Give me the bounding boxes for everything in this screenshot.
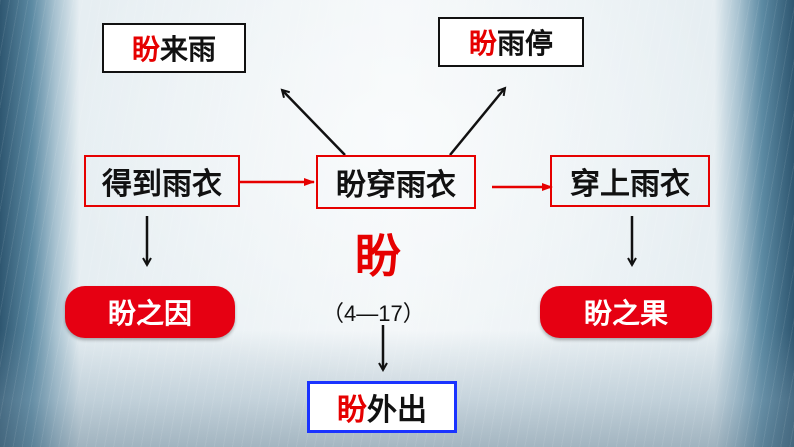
top-right-highlight: 盼 bbox=[468, 27, 497, 60]
effect-pill-text: 盼之果 bbox=[583, 297, 668, 330]
center-box: 盼穿雨衣 bbox=[316, 155, 476, 209]
top-right-box: 盼雨停 bbox=[438, 17, 584, 67]
bottom-box-text: 外出 bbox=[367, 393, 427, 428]
cause-pill-text: 盼之因 bbox=[107, 297, 192, 330]
right-box-text: 穿上雨衣 bbox=[570, 167, 690, 202]
top-left-text: 来雨 bbox=[160, 33, 217, 66]
center-box-text: 盼穿雨衣 bbox=[336, 168, 456, 203]
left-box-text: 得到雨衣 bbox=[102, 167, 222, 202]
bottom-box-highlight: 盼 bbox=[337, 393, 367, 428]
center-character: 盼 bbox=[355, 229, 401, 283]
left-box: 得到雨衣 bbox=[84, 155, 240, 207]
top-left-box: 盼来雨 bbox=[102, 23, 246, 73]
right-box: 穿上雨衣 bbox=[550, 155, 710, 207]
top-left-highlight: 盼 bbox=[131, 33, 160, 66]
bottom-box: 盼外出 bbox=[307, 381, 457, 433]
arrow-center-to-top-right bbox=[449, 88, 505, 156]
effect-pill: 盼之果 bbox=[540, 286, 712, 338]
cause-pill: 盼之因 bbox=[65, 286, 235, 338]
range-label: （4—17） bbox=[322, 301, 425, 326]
arrow-center-to-top-left bbox=[282, 90, 346, 156]
top-right-text: 雨停 bbox=[497, 27, 554, 60]
